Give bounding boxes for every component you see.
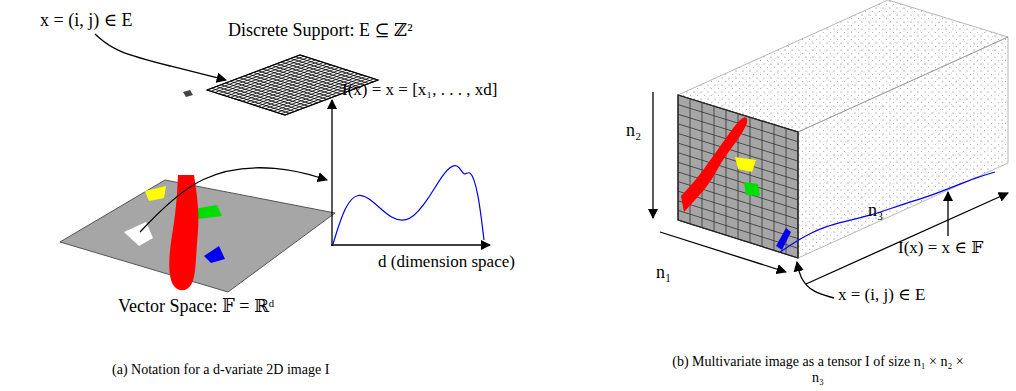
dimension-label: n₃ [868, 200, 883, 221]
green-region [744, 182, 760, 196]
tensor-front-face [678, 95, 798, 258]
spectrum-curve [333, 166, 484, 244]
value-axis [331, 100, 332, 246]
yellow-region [735, 157, 756, 172]
tensor-side-face [798, 37, 1008, 258]
blue-region [204, 246, 225, 263]
pixel-label: x = (i, j) ∈ E [838, 285, 925, 305]
n2-arrow [652, 92, 653, 218]
spectrum-pointer [140, 168, 327, 232]
pixel-label: x = (i, j) ∈ E [40, 10, 132, 31]
yellow-region [145, 186, 166, 201]
n3-arrow [806, 193, 1008, 284]
n1-arrow [660, 232, 786, 272]
dimension-axis [331, 244, 490, 245]
vector-pointer [947, 192, 948, 236]
dimension-label: n₂ [626, 120, 641, 141]
caption: (b) Multivariate image as a tensor I of … [668, 354, 968, 386]
pixel-pointer [797, 262, 834, 298]
selected-pixel [183, 90, 193, 97]
pixel-pointer [95, 34, 226, 80]
dimension-label: n₁ [656, 262, 671, 283]
red-road [169, 175, 198, 290]
pixel-value-label: I(x) = x ∈ 𝔽 [898, 238, 983, 258]
white-region [124, 222, 153, 246]
axis-label: d (dimension space) [378, 252, 515, 272]
vector-space-label: Vector Space: 𝔽 = ℝᵈ [118, 296, 274, 317]
pixel-value-label: I(x) = x = [x₁, . . . , xd] [342, 80, 497, 100]
support-label: Discrete Support: E ⊆ ℤ² [228, 20, 413, 41]
tensor-front-grid [678, 95, 798, 258]
caption: (a) Notation for a d-variate 2D image I [112, 362, 329, 378]
